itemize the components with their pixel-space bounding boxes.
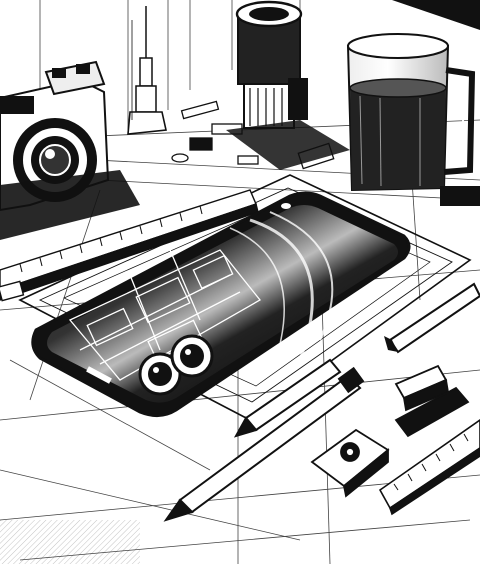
dark-corner bbox=[392, 0, 480, 30]
pencil-icon bbox=[163, 358, 365, 522]
ruler-bottom-icon bbox=[378, 419, 480, 516]
connector-blocks bbox=[394, 364, 470, 438]
hatch-shade bbox=[0, 520, 140, 564]
antenna-icon bbox=[127, 6, 167, 135]
memory-card-icon bbox=[310, 428, 390, 498]
lens-icon bbox=[226, 0, 350, 170]
phone-camera bbox=[138, 334, 214, 396]
smartphone-icon bbox=[31, 191, 411, 417]
camera-icon bbox=[0, 60, 140, 240]
glass-mug-icon bbox=[346, 33, 480, 206]
circuit-board bbox=[68, 249, 261, 381]
pen-icon bbox=[384, 282, 480, 354]
